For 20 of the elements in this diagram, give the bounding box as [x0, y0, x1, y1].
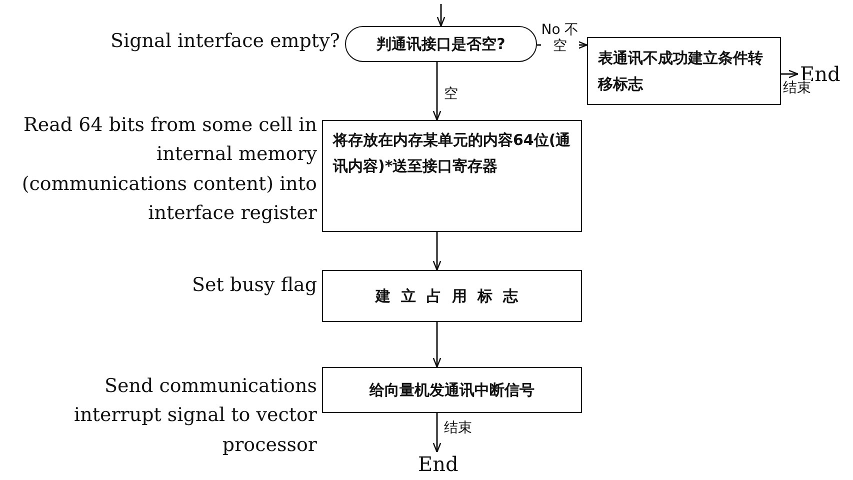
- arrow: [432, 322, 442, 368]
- edge-label: No 不空: [541, 22, 579, 54]
- arrow: [436, 4, 446, 27]
- step-text: 判通讯接口是否空?: [376, 34, 506, 55]
- edge-label: 结束: [444, 420, 472, 436]
- arrow: [432, 62, 442, 121]
- step-text: 建立占用标志: [376, 286, 528, 307]
- translation-text: Send communications interrupt signal to vector processor: [73, 374, 317, 458]
- translation-text: Signal interface empty?: [110, 29, 340, 54]
- translation-text: Read 64 bits from some cell in internal memory (communications content) into interface register: [20, 113, 317, 226]
- arrow: [781, 70, 799, 78]
- arrow: [432, 232, 442, 271]
- end-label: End: [418, 453, 458, 475]
- arrow: [432, 413, 442, 453]
- edge-label: 空: [444, 86, 458, 102]
- step-text: 给向量机发通讯中断信号: [370, 380, 534, 401]
- process-box: [587, 37, 781, 105]
- step-text: 表通讯不成功建立条件转移标志: [598, 48, 764, 95]
- translation-text: Set busy flag: [190, 273, 317, 298]
- step-text: 将存放在内存某单元的内容64位(通讯内容)*送至接口寄存器: [333, 130, 571, 178]
